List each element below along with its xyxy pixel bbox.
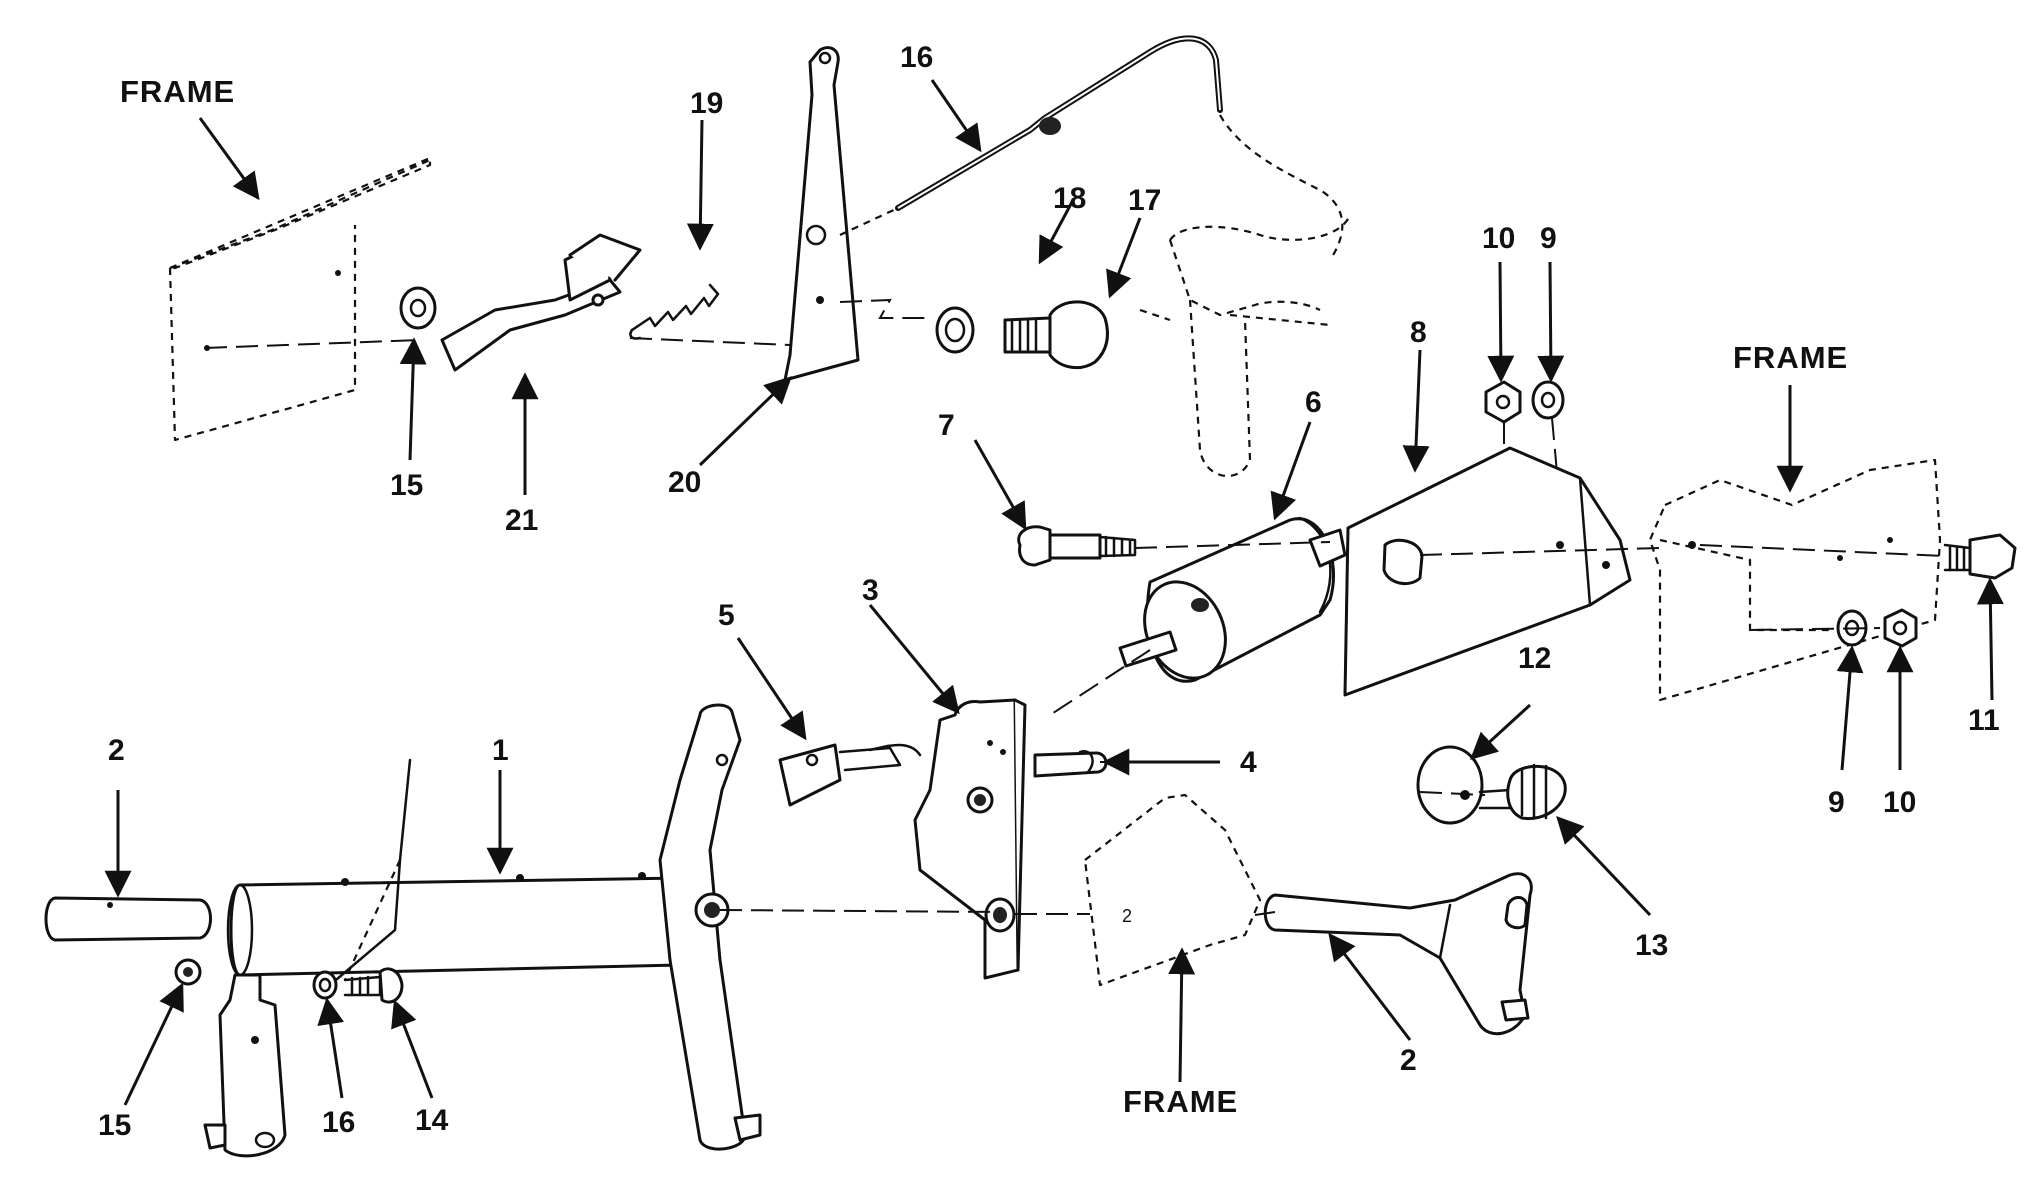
part-10-nut-upper	[1484, 380, 1522, 424]
callout-leader-lines	[104, 79, 2004, 1106]
label-2-right: 2	[1400, 1044, 1417, 1077]
label-5: 5	[718, 599, 735, 632]
part-12-knob-cap	[1416, 745, 1484, 825]
label-18: 18	[1053, 182, 1086, 215]
label-7: 7	[938, 409, 955, 442]
svg-text:2: 2	[1122, 906, 1132, 926]
part-1-main-shaft	[203, 703, 762, 1158]
label-11: 11	[1968, 704, 2000, 737]
frame-label-upper-left: FRAME	[120, 74, 235, 109]
part-3-bracket	[913, 698, 1027, 980]
part-19-spring	[629, 283, 720, 340]
label-9-bottom: 9	[1828, 786, 1845, 819]
part-15-nut-upper	[399, 286, 437, 330]
label-6: 6	[1305, 386, 1322, 419]
label-8: 8	[1410, 316, 1427, 349]
part-11-bolt	[1943, 533, 2017, 580]
part-4-pin	[1033, 749, 1108, 778]
label-4: 4	[1240, 746, 1257, 779]
part-16-washer-lower	[312, 970, 338, 1000]
assembly-axis-lines	[204, 298, 1946, 916]
part-21-bracket	[440, 233, 642, 372]
label-21: 21	[505, 504, 538, 537]
label-9-top: 9	[1540, 222, 1557, 255]
part-14-screw	[343, 967, 404, 1004]
label-19: 19	[690, 87, 723, 120]
part-7-shoulder-screw	[1017, 525, 1137, 567]
part-10-nut-lower	[1883, 608, 1918, 648]
label-3: 3	[862, 574, 879, 607]
label-16-top: 16	[900, 41, 933, 74]
part-20-lever-plate	[783, 46, 860, 382]
label-12: 12	[1518, 642, 1551, 675]
part-15-nut-lower	[174, 958, 202, 986]
ghost-assembly-upper	[1139, 114, 1352, 478]
frame-label-lower: FRAME	[1123, 1084, 1238, 1119]
label-13: 13	[1635, 929, 1668, 962]
part-18-lock-washer	[935, 306, 975, 354]
label-17: 17	[1128, 184, 1161, 217]
part-6-solenoid	[1118, 516, 1347, 683]
frame-panel-lower: 2	[1083, 793, 1262, 987]
callout-labels: FRAME FRAME FRAME 19 16 18 17 15 21 20 1…	[98, 41, 2000, 1142]
label-14: 14	[415, 1104, 449, 1137]
label-15-top: 15	[390, 469, 423, 502]
frame-panel-right	[1648, 458, 1942, 702]
label-1: 1	[492, 734, 509, 767]
part-13-thumb-screw	[1478, 763, 1567, 821]
part-17-shoulder-bolt	[1003, 300, 1109, 370]
part-2-crank-right	[1263, 872, 1533, 1036]
part-2-pin-left	[44, 896, 212, 942]
label-16-bottom: 16	[322, 1106, 355, 1139]
label-20: 20	[668, 466, 701, 499]
part-8-mounting-bracket	[1343, 446, 1632, 697]
label-2-left: 2	[108, 734, 125, 767]
part-9-washer-upper	[1531, 380, 1565, 420]
label-10-top: 10	[1482, 222, 1515, 255]
part-16-rod-upper	[839, 35, 1223, 236]
part-5-link-clip	[778, 743, 922, 807]
label-15-bottom: 15	[98, 1109, 131, 1142]
frame-label-right: FRAME	[1733, 340, 1848, 375]
frame-panel-upper-left	[168, 156, 432, 442]
label-10-bottom: 10	[1883, 786, 1916, 819]
